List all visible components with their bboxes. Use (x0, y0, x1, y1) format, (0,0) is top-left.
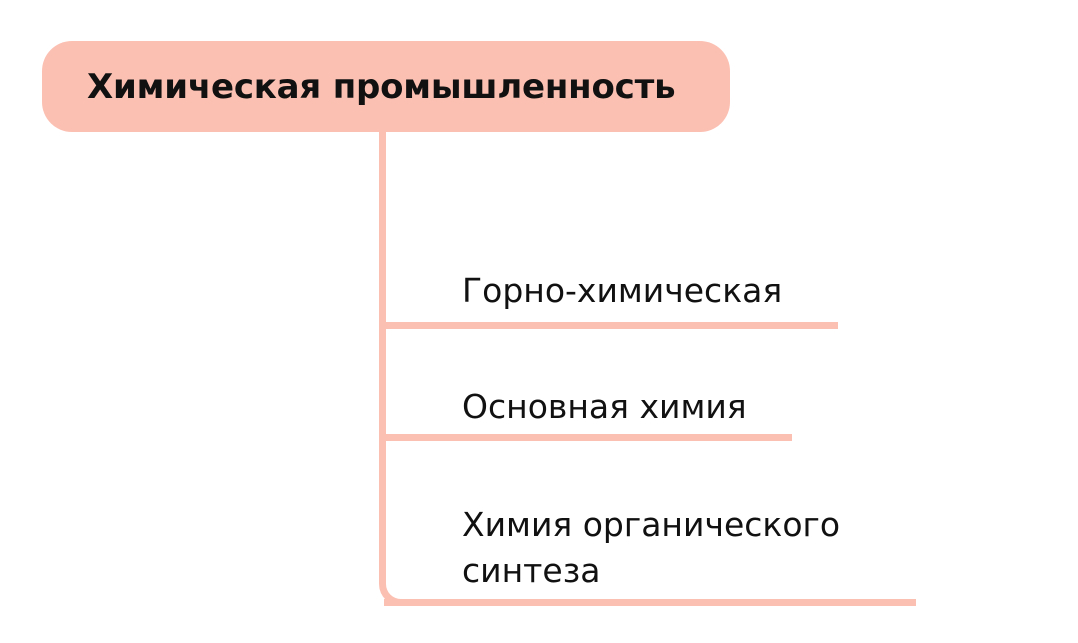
branch-underline-3 (384, 599, 916, 606)
branch-underline-2 (384, 434, 792, 441)
branch-label-1: Горно-химическая (462, 271, 783, 310)
branch-label-2: Основная химия (462, 387, 747, 426)
connector-trunk (379, 132, 386, 461)
branch-label-3: Химия органического синтеза (462, 505, 841, 590)
branch-underline-1 (384, 322, 838, 329)
connector-elbow (379, 458, 405, 606)
root-node: Химическая промышленность (42, 41, 730, 132)
root-node-label: Химическая промышленность (87, 66, 676, 107)
